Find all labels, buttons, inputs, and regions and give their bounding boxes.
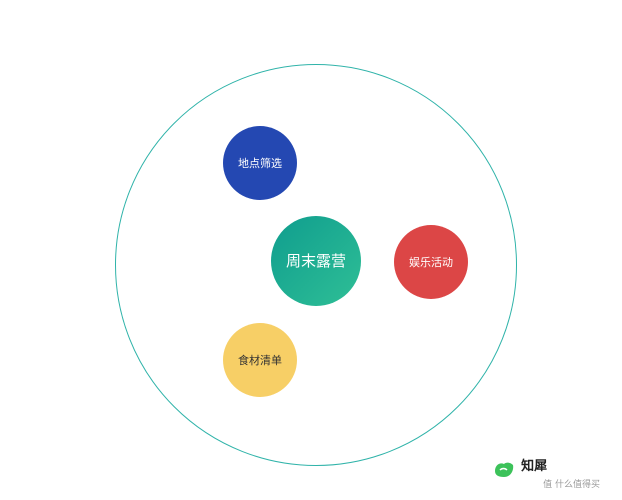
rhino-leaf-icon — [495, 462, 514, 477]
node-entertainment-label: 娱乐活动 — [409, 255, 453, 269]
node-food-list[interactable]: 食材清单 — [223, 323, 297, 397]
node-entertainment[interactable]: 娱乐活动 — [394, 225, 468, 299]
watermark: 知犀 值 什么值得买 — [493, 459, 600, 492]
node-food-list-label: 食材清单 — [238, 353, 282, 367]
watermark-site: 值 什么值得买 — [543, 480, 600, 491]
node-location-filter[interactable]: 地点筛选 — [223, 126, 297, 200]
center-node-label: 周末露营 — [285, 251, 346, 270]
watermark-brand: 知犀 — [521, 458, 548, 474]
outer-ring — [115, 64, 517, 466]
center-node[interactable]: 周末露营 — [271, 216, 361, 306]
node-location-filter-label: 地点筛选 — [238, 156, 282, 170]
